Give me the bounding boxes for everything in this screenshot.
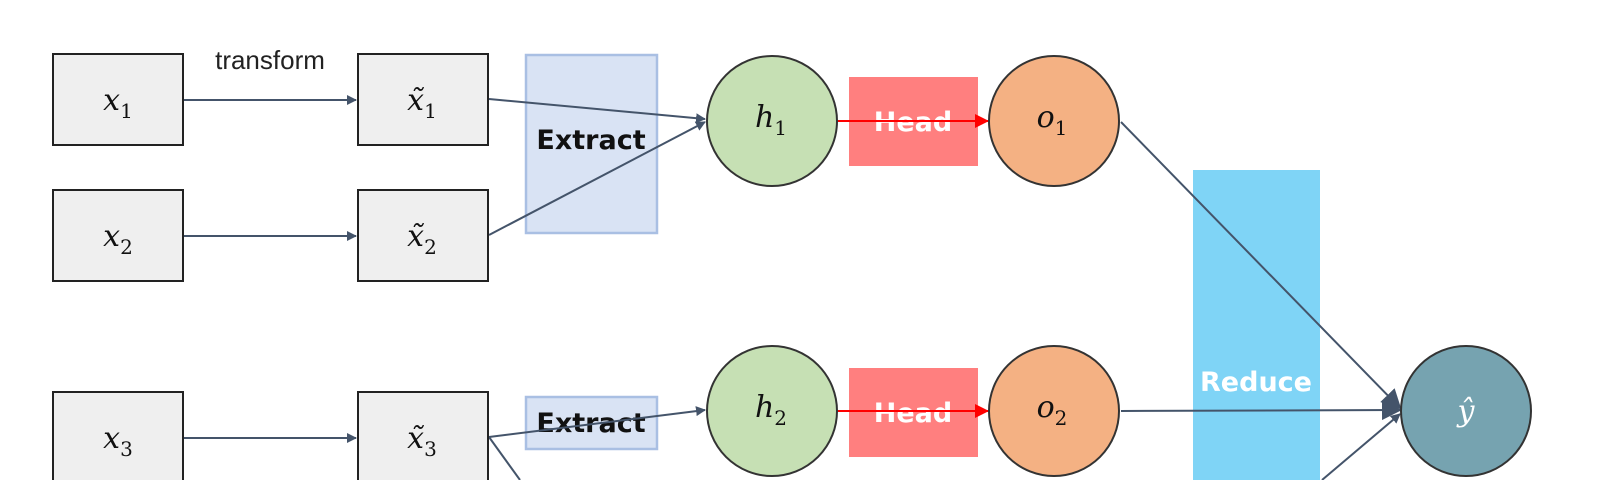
input-box-x3: x3: [52, 391, 184, 480]
edge-offscreen-yhat: [1321, 413, 1401, 480]
hidden-node-h2: h2: [706, 345, 838, 477]
output-node-o2: o2: [988, 345, 1120, 477]
transformed-box-2: x̃2: [357, 189, 489, 282]
svg-text:x2: x2: [103, 219, 133, 259]
reduce-label: Reduce: [1200, 367, 1312, 398]
input-box-x2: x2: [52, 189, 184, 282]
reduce-box: [1193, 170, 1320, 480]
final-node-yhat: ŷ: [1400, 345, 1532, 477]
svg-text:h1: h1: [755, 100, 787, 140]
svg-text:x̃3: x̃3: [407, 421, 437, 461]
svg-text:x1: x1: [103, 83, 133, 123]
head-label-2: Head: [874, 398, 952, 429]
edge-xt1-h1: [488, 98, 706, 124]
svg-text:x̃2: x̃2: [407, 219, 437, 259]
svg-text:x3: x3: [103, 421, 133, 461]
extract-box-2: [524, 395, 659, 451]
transform-label: transform: [215, 45, 325, 75]
input-box-x1: x1: [52, 53, 184, 146]
output-node-o1: o1: [988, 55, 1120, 187]
svg-text:h2: h2: [755, 390, 787, 430]
svg-text:o2: o2: [1037, 390, 1068, 430]
head-label-1: Head: [874, 107, 952, 138]
svg-text:o1: o1: [1037, 100, 1068, 140]
head-box-2: [849, 368, 978, 457]
hidden-node-h1: h1: [706, 55, 838, 187]
edge-o1-yhat: [1120, 121, 1402, 410]
transformed-box-3: x̃3: [357, 391, 489, 480]
edge-o2-yhat: [1120, 400, 1402, 421]
extract-label-1: Extract: [536, 125, 645, 156]
connectors: [184, 95, 1402, 480]
edge-xt3-h2: [488, 406, 706, 438]
svg-text:x̃1: x̃1: [407, 83, 437, 123]
transformed-box-1: x̃1: [357, 53, 489, 146]
edge-xt2-h1: [488, 121, 706, 236]
edge-xt3-offscreen: [488, 436, 521, 480]
svg-text:ŷ: ŷ: [1456, 394, 1476, 429]
